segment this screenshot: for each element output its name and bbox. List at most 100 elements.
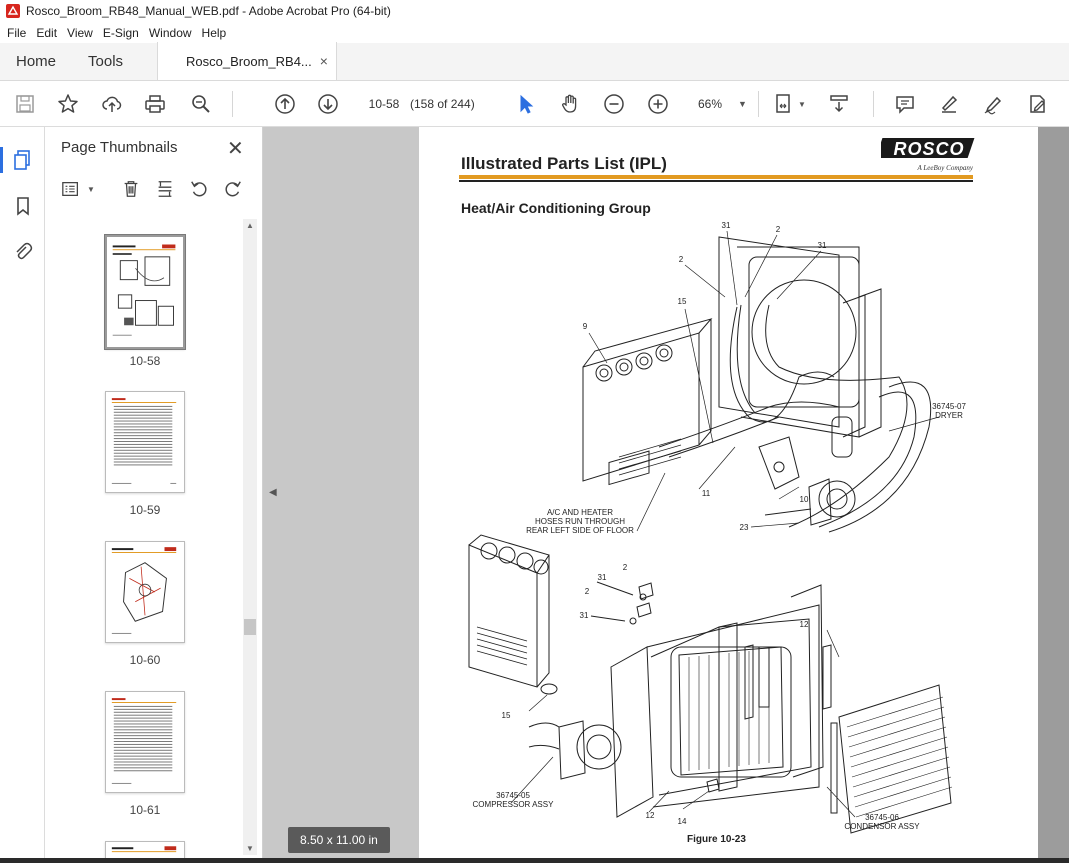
tab-document-label: Rosco_Broom_RB4... [186, 53, 312, 69]
thumbnail-label: 10-58 [129, 354, 161, 368]
page-header-title: Illustrated Parts List (IPL) [461, 154, 667, 173]
tab-close-icon[interactable]: × [319, 53, 328, 69]
scroll-mode-icon[interactable] [826, 91, 852, 117]
callout-label: 10 [799, 495, 809, 504]
menu-view[interactable]: View [67, 25, 93, 40]
callout-label: 12 [799, 620, 809, 629]
zoom-out-icon[interactable] [601, 91, 627, 117]
zoom-search-icon[interactable] [188, 91, 214, 117]
collapse-panel-arrow-icon[interactable]: ◀ [269, 487, 277, 498]
document-viewer[interactable]: ◀ Illustrated Parts List (IPL) ROSCO A L… [263, 127, 1069, 863]
callout-label: 2 [678, 255, 684, 264]
edit-pdf-icon[interactable] [1024, 91, 1050, 117]
page-up-icon[interactable] [272, 91, 298, 117]
window-title: Rosco_Broom_RB48_Manual_WEB.pdf - Adobe … [26, 4, 391, 18]
trash-icon[interactable] [119, 177, 143, 201]
bookmark-star-icon[interactable] [55, 91, 81, 117]
attachments-icon[interactable] [10, 239, 36, 265]
taskbar-edge [0, 858, 1069, 863]
tab-document[interactable]: Rosco_Broom_RB4... × [157, 42, 338, 80]
logo-text: ROSCO [893, 139, 964, 159]
viewer-right-gutter [1038, 127, 1069, 863]
save-icon[interactable] [12, 91, 38, 117]
logo-subtext: A LeeBoy Company [917, 164, 974, 172]
tab-home[interactable]: Home [16, 52, 57, 70]
figure-caption: Figure 10-23 [687, 834, 746, 845]
thumbnail-list: 10-58 10-59 [45, 219, 245, 863]
left-navigation-rail [0, 127, 45, 863]
rotate-left-icon[interactable] [187, 177, 211, 201]
thumbnail-label: 10-59 [129, 503, 161, 517]
callout-label: 2 [775, 225, 781, 234]
thumbnail-scrollbar[interactable]: ▲ ▼ [243, 219, 257, 855]
menu-bar: File Edit View E-Sign Window Help [0, 22, 1069, 43]
thumbnail-label: 10-60 [129, 653, 161, 667]
fit-chevron-down-icon[interactable]: ▼ [798, 100, 806, 109]
window-titlebar: Rosco_Broom_RB48_Manual_WEB.pdf - Adobe … [0, 0, 1069, 22]
thumbnail-page[interactable] [105, 541, 185, 643]
parts-diagram [468, 230, 953, 834]
thumbnail-page[interactable] [105, 691, 185, 793]
rosco-logo: ROSCO A LeeBoy Company [875, 134, 977, 176]
menu-esign[interactable]: E-Sign [102, 25, 139, 40]
upload-cloud-icon[interactable] [99, 91, 125, 117]
menu-file[interactable]: File [7, 25, 27, 40]
panel-close-icon[interactable]: ✕ [227, 138, 244, 160]
options-chevron-down-icon[interactable]: ▼ [87, 185, 95, 194]
highlight-pen-icon[interactable] [936, 91, 962, 117]
callout-label: 2 [584, 587, 590, 596]
scroll-down-arrow-icon[interactable]: ▼ [246, 844, 254, 853]
page-down-icon[interactable] [315, 91, 341, 117]
zoom-select[interactable]: 66% ▼ [688, 92, 748, 116]
callout-label: 15 [677, 297, 687, 306]
options-list-icon[interactable] [59, 177, 83, 201]
callout-label: 2 [622, 563, 628, 572]
rotate-right-icon[interactable] [221, 177, 245, 201]
chevron-down-icon: ▼ [738, 99, 747, 109]
main-toolbar: 10-58 (158 of 244) 66% ▼ ▼ [0, 81, 1069, 127]
acrobat-app-icon [6, 4, 20, 18]
callout-label: 31 [597, 573, 607, 582]
pdf-page: Illustrated Parts List (IPL) ROSCO A Lee… [419, 127, 1038, 863]
page-number-input[interactable]: 10-58 [368, 97, 400, 111]
panel-title: Page Thumbnails [61, 139, 178, 156]
tab-bar: Home Tools Rosco_Broom_RB4... × [0, 42, 1069, 81]
callout-label: 9 [582, 322, 588, 331]
callout-label: 11 [701, 489, 711, 498]
comment-icon[interactable] [892, 91, 918, 117]
callout-label: 23 [739, 523, 749, 532]
callout-label: 36745-07 DRYER [932, 402, 966, 420]
section-title: Heat/Air Conditioning Group [461, 200, 651, 216]
callout-label: 36745-06 CONDENSOR ASSY [844, 813, 920, 831]
select-pointer-icon[interactable] [513, 91, 539, 117]
thumbnail-page[interactable] [105, 391, 185, 493]
thumbnail-label: 10-61 [129, 803, 161, 817]
scroll-up-arrow-icon[interactable]: ▲ [246, 221, 254, 230]
menu-help[interactable]: Help [201, 25, 227, 40]
hand-icon[interactable] [557, 91, 583, 117]
extract-pages-icon[interactable] [153, 177, 177, 201]
callout-label: 12 [645, 811, 655, 820]
fit-page-icon[interactable] [771, 91, 797, 117]
menu-edit[interactable]: Edit [36, 25, 58, 40]
callout-label: 31 [817, 241, 827, 250]
callout-label: 31 [721, 221, 731, 230]
bookmarks-icon[interactable] [10, 193, 36, 219]
scrollbar-thumb[interactable] [244, 619, 256, 635]
header-rule-black [459, 180, 973, 182]
page-size-badge: 8.50 x 11.00 in [288, 827, 390, 853]
zoom-in-icon[interactable] [645, 91, 671, 117]
menu-window[interactable]: Window [148, 25, 192, 40]
thumbnail-page[interactable] [105, 841, 185, 863]
zoom-value: 66% [698, 97, 723, 111]
callout-label: 14 [677, 817, 687, 826]
callout-label: 31 [579, 611, 589, 620]
sign-icon[interactable] [980, 91, 1006, 117]
page-count: (158 of 244) [410, 97, 475, 111]
page-thumbnails-icon[interactable] [0, 147, 36, 173]
tab-tools[interactable]: Tools [88, 52, 124, 70]
thumbnail-page[interactable] [104, 234, 186, 350]
page-thumbnails-panel: Page Thumbnails ✕ ▼ [45, 127, 263, 863]
callout-label: 36745-05 COMPRESSOR ASSY [472, 791, 554, 809]
print-icon[interactable] [142, 91, 168, 117]
